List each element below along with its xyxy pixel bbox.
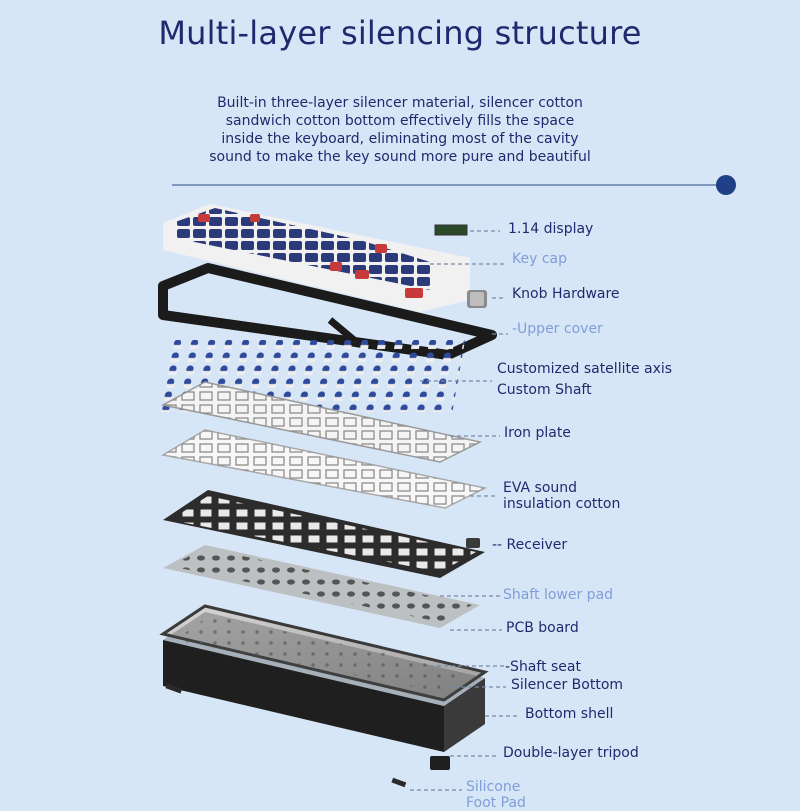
receiver-icon (466, 538, 480, 548)
label-knob: Knob Hardware (512, 286, 620, 302)
leader-lines (410, 230, 520, 791)
display-module-icon (434, 224, 468, 236)
label-silicone-line2: Foot Pad (466, 795, 526, 811)
foot-pad-icon (165, 683, 183, 694)
description-line: Built-in three-layer silencer material, … (217, 95, 583, 111)
divider-dot (716, 175, 736, 195)
iron-plate (160, 381, 483, 463)
label-shaft-seat: -Shaft seat (505, 659, 581, 675)
description-line: sandwich cotton bottom effectively fills… (225, 113, 575, 129)
label-display: 1.14 display (508, 221, 594, 237)
description-line: inside the keyboard, eliminating most of… (221, 131, 579, 147)
label-eva-line1: EVA sound (503, 480, 578, 496)
label-custom-shaft: Custom Shaft (497, 382, 592, 398)
label-pcb-board: PCB board (506, 620, 579, 636)
label-silencer-bottom: Silencer Bottom (511, 677, 624, 693)
description-line: sound to make the key sound more pure an… (209, 149, 591, 165)
label-shaft-lower-pad: Shaft lower pad (503, 587, 614, 603)
bottom-shell (163, 612, 485, 752)
page-title: Multi-layer silencing structure (158, 14, 642, 52)
label-satellite-axis: Customized satellite axis (497, 361, 673, 377)
label-silicone-line1: Silicone (466, 779, 521, 795)
foot-pad-icon (391, 777, 407, 788)
label-upper-cover: -Upper cover (512, 321, 603, 337)
label-tripod: Double-layer tripod (503, 745, 639, 761)
description: Built-in three-layer silencer material, … (150, 94, 650, 166)
label-eva-line2: insulation cotton (503, 496, 621, 512)
shaft-seat-dots (170, 548, 472, 622)
label-bottom-shell: Bottom shell (525, 706, 614, 722)
eva-cotton-layer (160, 429, 488, 509)
pcb-board (159, 604, 489, 702)
knob-icon (467, 290, 487, 308)
dark-plate (163, 490, 485, 578)
divider-line (172, 184, 724, 186)
label-iron-plate: Iron plate (504, 425, 571, 441)
tripod-icon (430, 756, 450, 770)
keycap-layer (163, 204, 470, 312)
label-keycap: Key cap (512, 251, 567, 267)
label-receiver: -- Receiver (492, 537, 568, 553)
